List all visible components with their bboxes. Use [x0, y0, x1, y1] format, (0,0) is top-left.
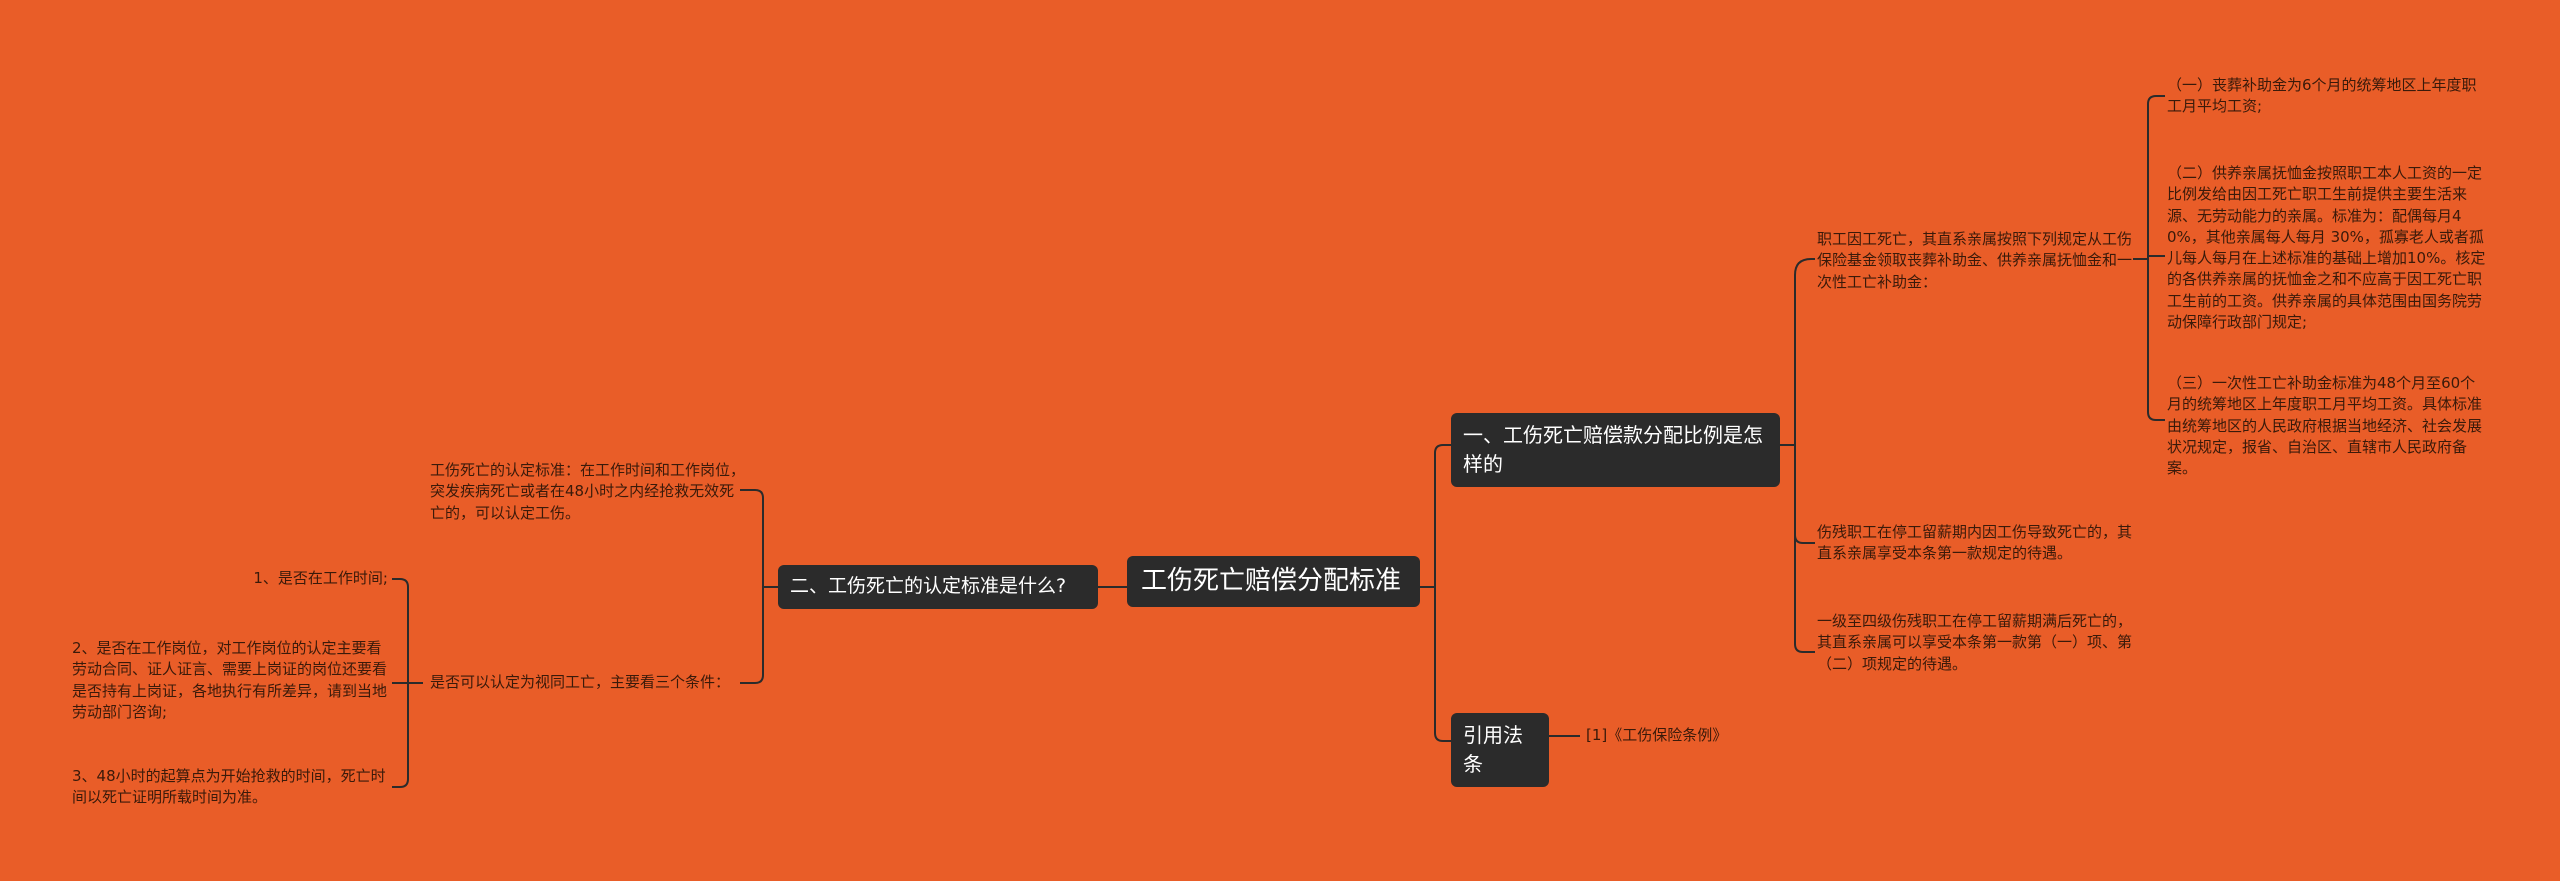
ratio-item-1: （一）丧葬补助金为6个月的统筹地区上年度职工月平均工资; — [2167, 76, 2477, 116]
condition-item-2: 2、是否在工作岗位，对工作岗位的认定主要看劳动合同、证人证言、需要上岗证的岗位还… — [72, 639, 388, 721]
standard-definition: 工伤死亡的认定标准：在工作时间和工作岗位，突发疾病死亡或者在48小时之内经抢救无… — [430, 461, 746, 522]
law-reference[interactable]: [1]《工伤保险条例》 — [1586, 726, 1728, 744]
ratio-note-2: 一级至四级伤残职工在停工留薪期满后死亡的，其直系亲属可以享受本条第一款第（一）项… — [1817, 612, 2133, 673]
ratio-intro: 职工因工死亡，其直系亲属按照下列规定从工伤保险基金领取丧葬补助金、供养亲属抚恤金… — [1817, 230, 2133, 291]
condition-item-3: 3、48小时的起算点为开始抢救的时间，死亡时间以死亡证明所载时间为准。 — [72, 767, 386, 807]
standard-conditions-label: 是否可以认定为视同工亡，主要看三个条件： — [430, 673, 731, 691]
root-node[interactable]: 工伤死亡赔偿分配标准 — [1127, 556, 1420, 608]
ratio-item-2: （二）供养亲属抚恤金按照职工本人工资的一定比例发给由因工死亡职工生前提供主要生活… — [2167, 164, 2486, 332]
connector-root-right — [1420, 444, 1451, 742]
connector-standard-children — [740, 489, 778, 684]
root-label: 工伤死亡赔偿分配标准 — [1141, 566, 1402, 596]
branch-standard-label: 二、工伤死亡的认定标准是什么? — [790, 575, 1067, 597]
ratio-item-3: （三）一次性工亡补助金标准为48个月至60个月的统筹地区上年度职工月平均工资。具… — [2167, 374, 2483, 478]
branch-ratio-label: 一、工伤死亡赔偿款分配比例是怎样的 — [1463, 423, 1763, 476]
branch-law-label: 引用法条 — [1463, 723, 1523, 776]
ratio-note-1: 伤残职工在停工留薪期内因工伤导致死亡的，其直系亲属享受本条第一款规定的待遇。 — [1817, 523, 2133, 563]
condition-item-1: 1、是否在工作时间; — [253, 569, 388, 587]
branch-ratio[interactable]: 一、工伤死亡赔偿款分配比例是怎样的 — [1451, 413, 1780, 487]
connector-intro-items — [2133, 95, 2165, 421]
branch-law[interactable]: 引用法条 — [1451, 713, 1549, 787]
connector-ratio-children — [1780, 258, 1815, 653]
connector-conditions-items — [392, 578, 423, 788]
branch-standard[interactable]: 二、工伤死亡的认定标准是什么? — [778, 565, 1098, 609]
